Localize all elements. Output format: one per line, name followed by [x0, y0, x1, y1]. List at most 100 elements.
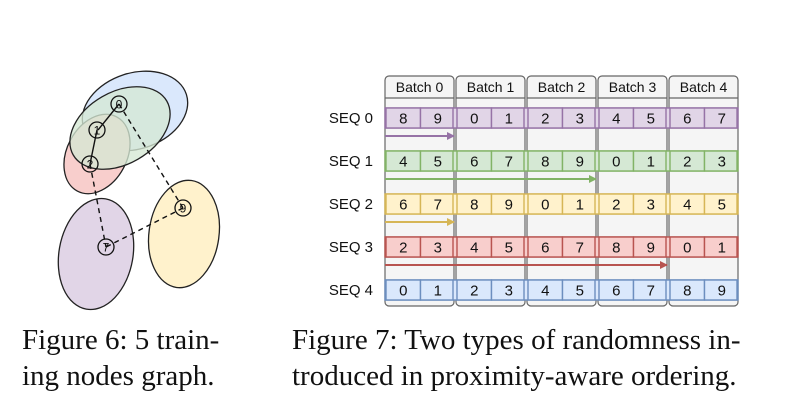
seq-label-1: SEQ 1: [329, 153, 373, 170]
seq2-cell-5: [561, 193, 596, 215]
seq4-cell-7: [632, 279, 667, 301]
seq2-value-8: 4: [683, 197, 691, 214]
seq0-value-0: 8: [399, 111, 407, 128]
seq0-value-9: 7: [718, 111, 726, 128]
seq3-value-1: 3: [434, 240, 442, 257]
seq3-cell-1: [419, 236, 454, 258]
node-2: 2: [81, 155, 99, 173]
edge-0-9-dashed: [118, 103, 184, 209]
seq3-value-0: 2: [399, 240, 407, 257]
seq3-value-9: 1: [718, 240, 726, 257]
seq4-value-1: 1: [434, 283, 442, 300]
seq0-cell-7: [632, 107, 667, 129]
seq0-cell-1: [419, 107, 454, 129]
seq1-value-4: 8: [541, 154, 549, 171]
batch-header-4: Batch 4: [680, 79, 728, 95]
seq2-value-4: 0: [541, 197, 549, 214]
seq1-value-7: 1: [647, 154, 655, 171]
seq1-value-5: 9: [576, 154, 584, 171]
node-0: 0: [110, 95, 128, 113]
seq4-cell-5: [561, 279, 596, 301]
seq2-value-1: 7: [434, 197, 442, 214]
figure6-caption: Figure 6: 5 train- ing nodes graph.: [22, 322, 282, 394]
seq0-value-5: 3: [576, 111, 584, 128]
seq2-cell-1: [419, 193, 454, 215]
figure6-caption-line2: ing nodes graph.: [22, 360, 215, 392]
seq4-value-8: 8: [683, 283, 691, 300]
seq3-cell-3: [490, 236, 525, 258]
seq0-value-2: 0: [470, 111, 478, 128]
figure6-caption-line1: Figure 6: 5 train-: [22, 324, 220, 356]
seq0-value-4: 2: [541, 111, 549, 128]
seq4-value-2: 2: [470, 283, 478, 300]
seq0-value-6: 4: [612, 111, 620, 128]
figure7-caption-line1: Figure 7: Two types of randomness in-: [292, 324, 741, 356]
node-1-label: 1: [94, 124, 101, 138]
seq0-cell-3: [490, 107, 525, 129]
edge-0-1: [97, 103, 120, 131]
seq2-cell-9: [703, 193, 738, 215]
seq3-value-5: 7: [576, 240, 584, 257]
seq0-value-3: 1: [505, 111, 513, 128]
seq1-value-2: 6: [470, 154, 478, 171]
seq0-value-1: 9: [434, 111, 442, 128]
seq3-value-3: 5: [505, 240, 513, 257]
seq1-value-3: 7: [505, 154, 513, 171]
seq-label-2: SEQ 2: [329, 196, 373, 213]
node-7: 7: [97, 238, 115, 256]
seq1-cell-3: [490, 150, 525, 172]
node-1: 1: [88, 121, 106, 139]
seq2-value-2: 8: [470, 197, 478, 214]
seq1-cell-5: [561, 150, 596, 172]
seq4-value-4: 4: [541, 283, 549, 300]
batch-header-1: Batch 1: [467, 79, 515, 95]
seq3-cell-9: [703, 236, 738, 258]
seq2-value-5: 1: [576, 197, 584, 214]
seq0-value-8: 6: [683, 111, 691, 128]
seq2-cell-3: [490, 193, 525, 215]
node-9: 9: [174, 199, 192, 217]
seq2-value-7: 3: [647, 197, 655, 214]
seq4-cell-1: [419, 279, 454, 301]
node-7-label: 7: [103, 241, 110, 255]
purple-cluster-ellipse: [57, 197, 135, 311]
seq4-value-9: 9: [718, 283, 726, 300]
seq4-value-6: 6: [612, 283, 620, 300]
seq0-cell-5: [561, 107, 596, 129]
seq1-value-1: 5: [434, 154, 442, 171]
node-0-label: 0: [116, 98, 123, 112]
seq1-value-9: 3: [718, 154, 726, 171]
seq3-value-4: 6: [541, 240, 549, 257]
seq1-value-8: 2: [683, 154, 691, 171]
figure7-batch-grid: Batch 0 Batch 1 Batch 2 Batch 3 Batch 4 SEQ 0…: [329, 75, 739, 307]
batch-header-0: Batch 0: [396, 79, 444, 95]
batch-header-3: Batch 3: [609, 79, 657, 95]
seq2-value-0: 6: [399, 197, 407, 214]
seq3-value-7: 9: [647, 240, 655, 257]
seq4-cell-9: [703, 279, 738, 301]
seq3-cell-7: [632, 236, 667, 258]
seq1-cell-1: [419, 150, 454, 172]
seq3-value-8: 0: [683, 240, 691, 257]
seq1-cell-9: [703, 150, 738, 172]
yellow-cluster-ellipse: [147, 179, 221, 289]
seq3-cell-5: [561, 236, 596, 258]
seq1-cell-7: [632, 150, 667, 172]
seq-label-0: SEQ 0: [329, 110, 373, 127]
seq1-value-6: 0: [612, 154, 620, 171]
seq2-value-3: 9: [505, 197, 513, 214]
seq-label-4: SEQ 4: [329, 282, 373, 299]
seq2-value-6: 2: [612, 197, 620, 214]
node-2-label: 2: [87, 158, 94, 172]
seq-label-3: SEQ 3: [329, 239, 373, 256]
figure7-caption-line2: troduced in proximity-aware ordering.: [292, 360, 737, 392]
seq4-cell-3: [490, 279, 525, 301]
seq0-cell-9: [703, 107, 738, 129]
batch-header-2: Batch 2: [538, 79, 586, 95]
seq2-value-9: 5: [718, 197, 726, 214]
seq4-value-3: 3: [505, 283, 513, 300]
seq0-value-7: 5: [647, 111, 655, 128]
seq4-value-5: 5: [576, 283, 584, 300]
seq3-value-6: 8: [612, 240, 620, 257]
